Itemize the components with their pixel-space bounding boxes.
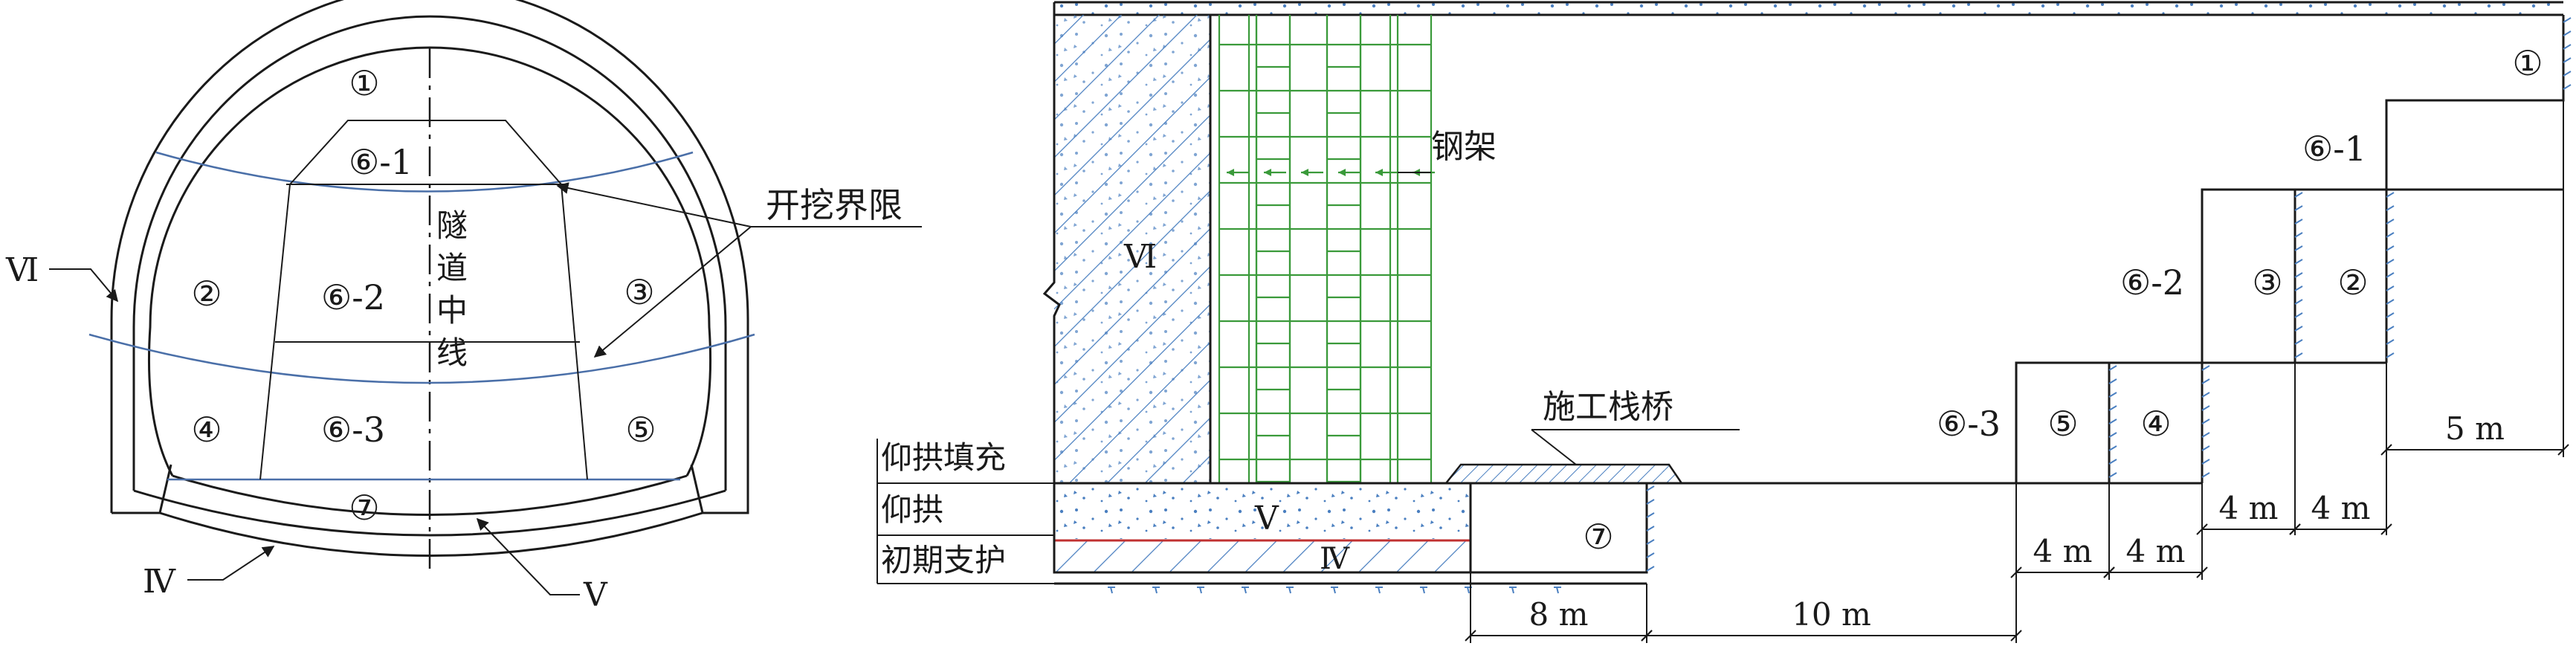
longitudinal-section: Ⅵ 钢架 Ⅴ Ⅳ 仰拱填充 仰拱 初期支护 施工栈桥 — [877, 0, 2572, 643]
boundary-upper — [155, 151, 694, 193]
svg-text:⑤: ⑤ — [625, 410, 656, 450]
dimension-label: 10 m — [1792, 596, 1871, 633]
centerline-char-3: 中 — [436, 292, 468, 329]
bench-step-label: ⑥-2 — [2120, 262, 2184, 303]
svg-text:⑥-2: ⑥-2 — [321, 277, 385, 317]
dimension-label: 4 m — [2219, 490, 2279, 526]
bench-profile — [1647, 15, 2565, 485]
steel-frame-label: 钢架 — [1431, 128, 1497, 166]
dimension-lines: 8 m 10 m 4 m 4 m 4 m 4 m 5 m — [1465, 100, 2569, 643]
centerline-char-2: 道 — [436, 250, 468, 286]
dimension-label: 4 m — [2126, 533, 2186, 569]
dimension-label: 4 m — [2033, 533, 2093, 569]
steel-frame — [1218, 15, 1435, 483]
second-lining — [132, 15, 727, 491]
layer-label-invert-fill: 仰拱填充 — [881, 439, 1006, 476]
zone-label-vi: Ⅵ — [1123, 238, 1157, 276]
core-trapezoid — [289, 120, 588, 480]
bench-step-label: ⑤ — [2047, 404, 2078, 444]
cs-label-vi: Ⅵ — [5, 251, 39, 289]
excavation-outline — [148, 46, 711, 477]
bench-step-label: ① — [2512, 43, 2543, 83]
initial-support-zone-iv — [1054, 541, 1471, 572]
boundary-lower — [88, 333, 755, 384]
svg-text:⑥-1: ⑥-1 — [349, 142, 413, 182]
bench-step-label: ⑥-3 — [1937, 404, 2001, 444]
cs-part-label: ⑥-1 — [349, 142, 413, 182]
layer-label-invert: 仰拱 — [881, 491, 943, 528]
excavation-boundary-label: 开挖界限 — [766, 185, 903, 225]
trestle-label: 施工栈桥 — [1543, 388, 1673, 426]
svg-text:④: ④ — [191, 410, 222, 450]
dimension-label: 5 m — [2445, 410, 2505, 447]
construction-trestle — [1444, 463, 1684, 485]
svg-text:②: ② — [191, 274, 222, 314]
cs-part-label: ④ — [191, 410, 222, 450]
cs-part-label: ③ — [624, 272, 654, 312]
svg-text:⑥-3: ⑥-3 — [321, 410, 385, 450]
zone-label-iv: Ⅳ — [1320, 542, 1350, 576]
cs-label-v: Ⅴ — [583, 576, 608, 614]
cs-part-label: ⑥-2 — [321, 277, 385, 317]
invert-zone-v — [1054, 483, 1471, 539]
svg-text:⑦: ⑦ — [349, 488, 379, 528]
outer-lining — [110, 0, 749, 514]
cs-label-iv: Ⅳ — [143, 563, 176, 601]
bench-step-label: ⑦ — [1583, 517, 1613, 557]
centerline-char-1: 隧 — [436, 207, 468, 244]
cs-part-label: ① — [349, 63, 379, 103]
cs-part-label: ⑥-3 — [321, 410, 385, 450]
cs-part-label: ⑦ — [349, 488, 379, 528]
svg-text:①: ① — [349, 63, 379, 103]
cs-part-label: ② — [191, 274, 222, 314]
layer-label-initial-support: 初期支护 — [881, 542, 1006, 578]
dimension-label: 4 m — [2311, 490, 2371, 526]
bench-step-label: ④ — [2140, 404, 2171, 444]
dimension-label: 8 m — [1529, 596, 1589, 633]
bench-step-label: ③ — [2252, 262, 2282, 303]
bench-step-label: ② — [2337, 262, 2368, 303]
cs-part-label: ⑤ — [625, 410, 656, 450]
bench-step-label: ⑥-1 — [2302, 129, 2366, 169]
cross-section: ① ⑥-1 ② ⑥-2 ③ ④ ⑥-3 ⑤ ⑦ 隧 道 中 线 开挖界限 Ⅵ Ⅳ Ⅴ — [5, 0, 922, 614]
svg-text:③: ③ — [624, 272, 654, 312]
centerline-char-4: 线 — [436, 335, 468, 371]
zone-label-v: Ⅴ — [1254, 500, 1279, 537]
